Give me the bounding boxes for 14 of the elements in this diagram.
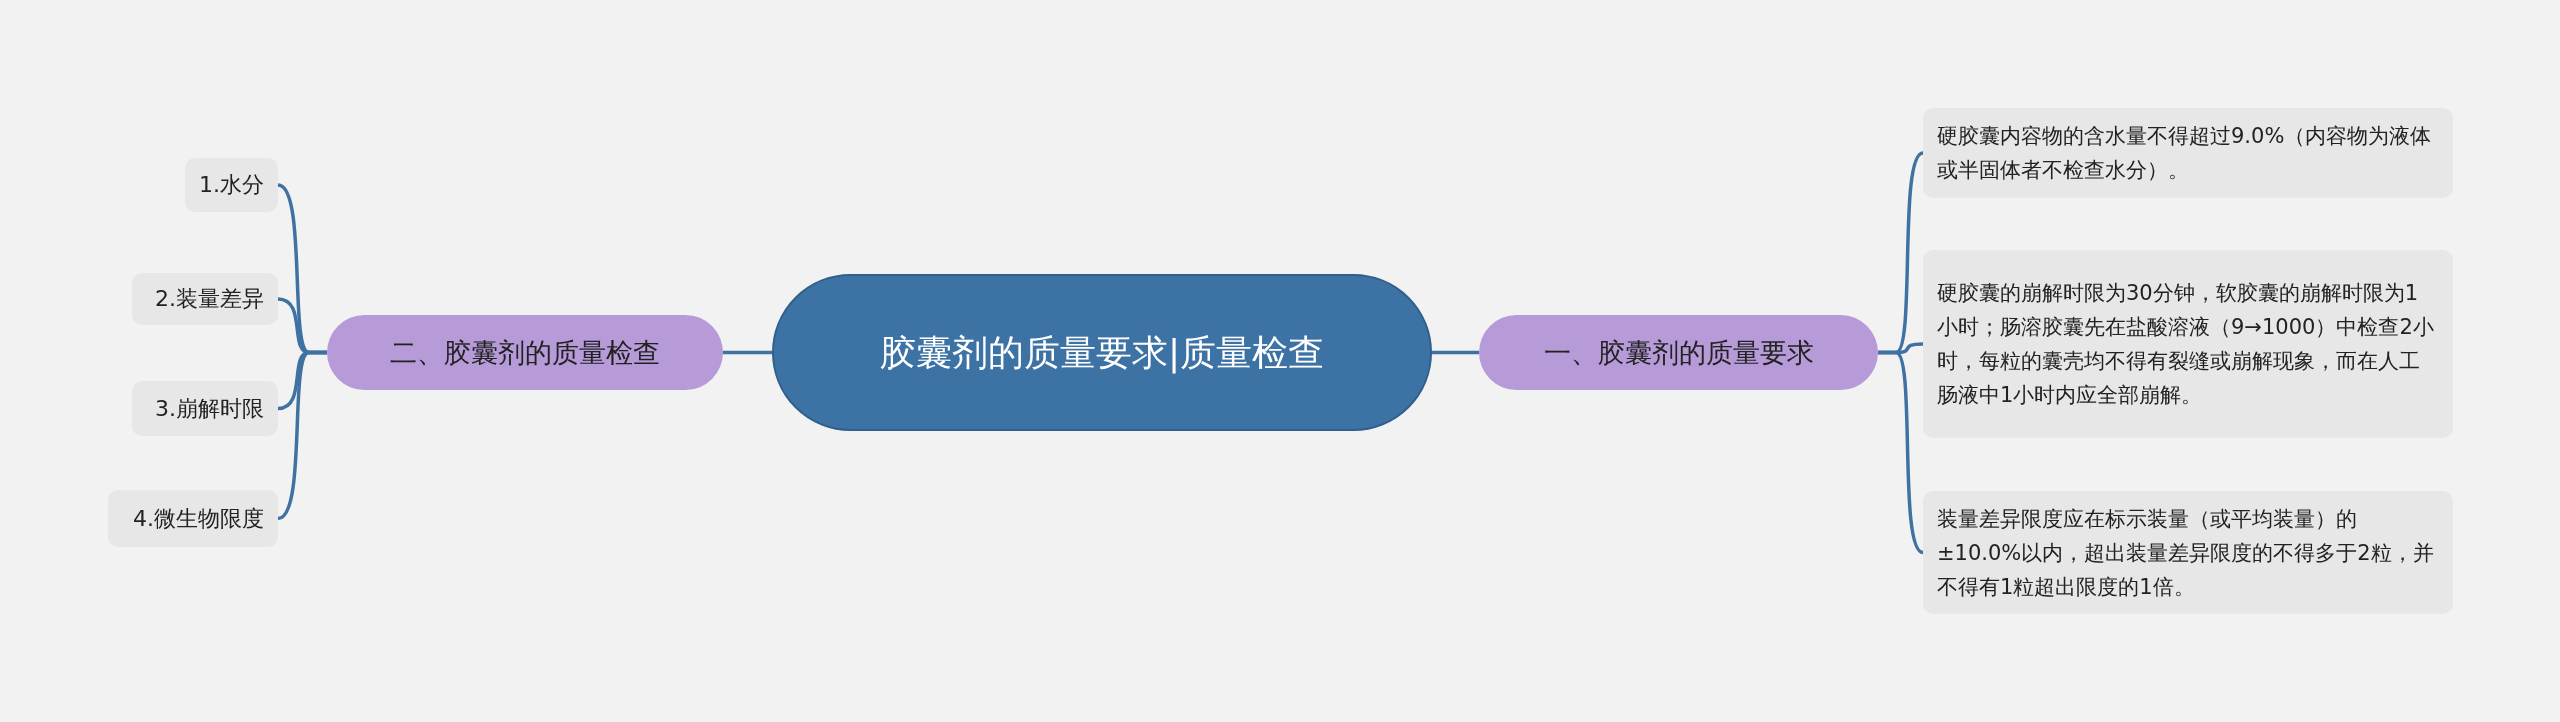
note-box: 4.微生物限度 xyxy=(108,490,278,547)
note-box: 3.崩解时限 xyxy=(132,381,278,436)
connector-line xyxy=(1432,350,1479,355)
central-topic-box: 胶囊剂的质量要求|质量检查 xyxy=(772,274,1432,431)
note-box: 硬胶囊的崩解时限为30分钟，软胶囊的崩解时限为1小时；肠溶胶囊先在盐酸溶液（9→1000）中检查2小时，每粒的囊壳均不得有裂缝或崩解现象，而在人工肠液中1小时内应全部崩解。 xyxy=(1923,250,2453,438)
connector-line xyxy=(277,350,327,521)
connector-line xyxy=(723,350,772,355)
branch-topic-box: 一、胶囊剂的质量要求 xyxy=(1479,315,1878,390)
note-box: 硬胶囊内容物的含水量不得超过9.0%（内容物为液体或半固体者不检查水分）。 xyxy=(1923,108,2453,198)
note-box: 2.装量差异 xyxy=(132,273,278,325)
note-box: 1.水分 xyxy=(185,158,278,212)
branch-topic-box: 二、胶囊剂的质量检查 xyxy=(327,315,723,390)
note-box: 装量差异限度应在标示装量（或平均装量）的±10.0%以内，超出装量差异限度的不得多于2粒，并不得有1粒超出限度的1倍。 xyxy=(1923,491,2453,614)
connector-line xyxy=(1878,350,1925,554)
